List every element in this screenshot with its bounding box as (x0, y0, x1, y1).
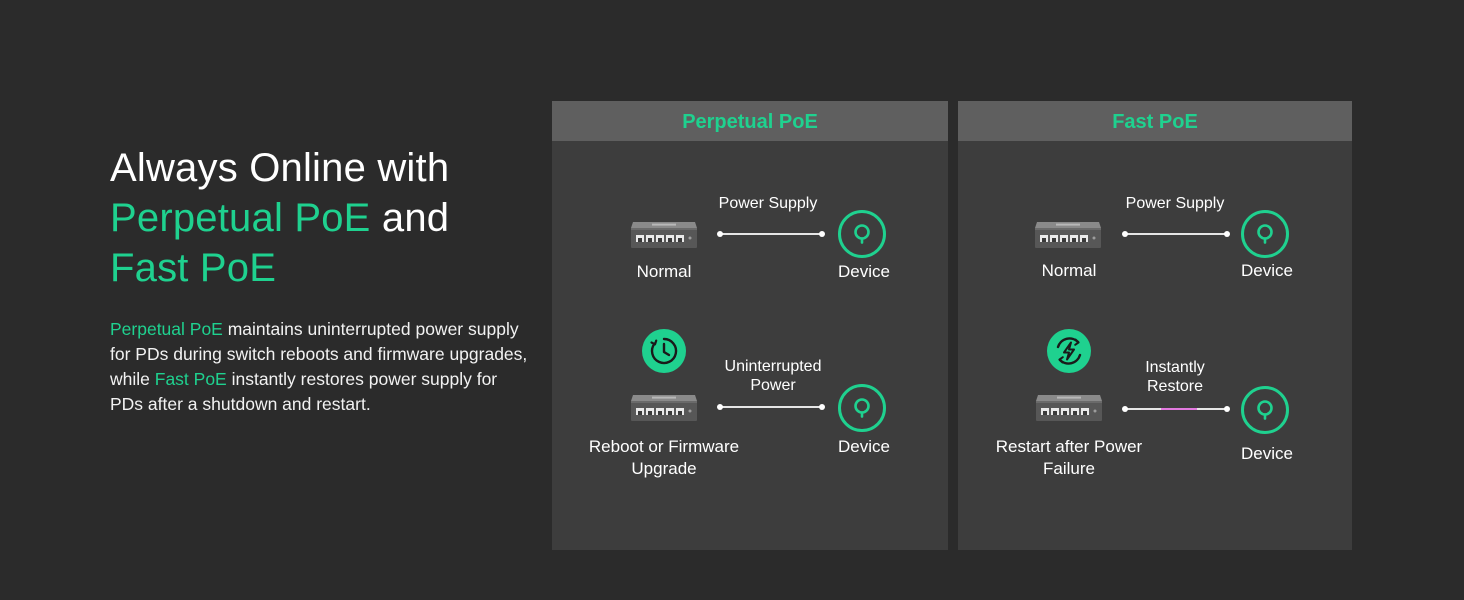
normal-label: Normal (1041, 261, 1097, 280)
hero-section: Always Online with Perpetual PoE and Fas… (110, 143, 530, 417)
device-label: Device (1241, 261, 1293, 280)
restart-power-label: Restart after Power (995, 437, 1143, 456)
restore-power-line (1122, 406, 1230, 412)
perpetual-poe-panel: Perpetual PoE Power Supply Normal Device… (552, 101, 948, 550)
device-label: Device (838, 262, 890, 281)
desc-highlight-perpetual: Perpetual PoE (110, 319, 223, 339)
network-switch-icon (1035, 392, 1103, 422)
reboot-firmware-label: Reboot or Firmware (588, 437, 740, 456)
powered-device-icon (1240, 385, 1290, 435)
title-and: and (370, 196, 450, 240)
powered-device-icon (837, 209, 887, 259)
fast-poe-panel: Fast PoE Power Supply Normal Device Inst… (958, 101, 1352, 550)
upgrade-label: Upgrade (631, 459, 697, 478)
restore-segment (1161, 408, 1197, 410)
fast-poe-header: Fast PoE (958, 101, 1352, 141)
network-switch-icon (630, 219, 698, 249)
desc-text-2: instantly restores power supply for PDs … (110, 369, 498, 414)
device-label: Device (838, 437, 890, 456)
title-highlight-perpetual: Perpetual PoE (110, 196, 371, 240)
uninterrupted-label: Uninterrupted (724, 358, 822, 375)
perpetual-poe-header: Perpetual PoE (552, 101, 948, 141)
title-line-1: Always Online with (110, 146, 450, 190)
hero-description: Perpetual PoE maintains uninterrupted po… (110, 317, 530, 417)
normal-label: Normal (636, 262, 692, 281)
desc-highlight-fast: Fast PoE (154, 369, 227, 389)
powered-device-icon (1240, 209, 1290, 259)
desc-text-1: maintains uninterrupted power supply for… (110, 319, 528, 389)
power-supply-label: Power Supply (718, 195, 818, 212)
device-label: Device (1241, 444, 1293, 463)
power-line (717, 404, 825, 410)
network-switch-icon (1034, 219, 1102, 249)
power-restore-icon (1047, 329, 1091, 373)
title-highlight-fast: Fast PoE (110, 246, 277, 290)
failure-label: Failure (1043, 459, 1095, 478)
restore-label: Restore (1146, 378, 1204, 395)
power-line (1122, 231, 1230, 237)
instantly-label: Instantly (1145, 359, 1205, 376)
power-supply-label: Power Supply (1125, 195, 1225, 212)
page-title: Always Online with Perpetual PoE and Fas… (110, 143, 530, 293)
powered-device-icon (837, 383, 887, 433)
power-label: Power (750, 377, 796, 394)
network-switch-icon (630, 392, 698, 422)
timer-clock-icon (642, 329, 686, 373)
power-line (717, 231, 825, 237)
